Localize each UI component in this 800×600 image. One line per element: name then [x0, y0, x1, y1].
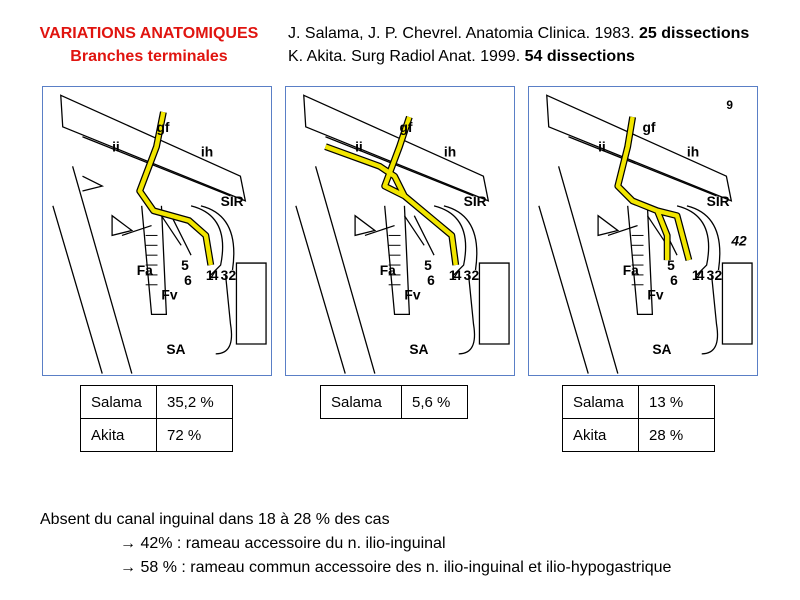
label-6: 6: [184, 272, 192, 288]
label-2: 2: [229, 267, 237, 283]
table-row: Salama 35,2 %: [80, 385, 233, 419]
anatomy-figure-2: gf ii ih SIR Fa Fv SA 1 2 3 4 5 6: [285, 86, 515, 376]
label-ih: ih: [201, 143, 213, 159]
stats-table-3: Salama 13 % Akita 28 %: [562, 385, 715, 452]
genitofemoral-nerve-highlight: [137, 111, 213, 266]
reference-akita: K. Akita. Surg Radiol Anat. 1999. 54 dis…: [288, 45, 749, 68]
note-absent: Absent du canal inguinal dans 18 à 28 % …: [40, 511, 390, 528]
label-4: 4: [454, 267, 462, 283]
label-ii: ii: [355, 139, 363, 155]
reference-salama-count: 25 dissections: [639, 25, 750, 42]
anatomy-drawing-2: gf ii ih SIR Fa Fv SA 1 2 3 4 5 6: [295, 94, 510, 374]
label-1: 1: [449, 267, 457, 283]
label-sa: SA: [166, 341, 185, 357]
label-ii: ii: [112, 139, 120, 155]
table-row: Akita 28 %: [562, 418, 715, 452]
label-4: 4: [697, 267, 705, 283]
table-cell-value: 72 %: [156, 418, 233, 452]
label-sir: SIR: [221, 193, 244, 209]
reference-salama: J. Salama, J. P. Chevrel. Anatomia Clini…: [288, 22, 749, 45]
anatomy-drawing-1: gf ii ih SIR Fa Fv SA 1 2 3 4 5 6: [52, 94, 267, 374]
table-cell-label: Salama: [320, 385, 402, 419]
page-subtitle: Branches terminales: [70, 48, 228, 65]
table-row: Salama 5,6 %: [320, 385, 468, 419]
table-cell-value: 35,2 %: [156, 385, 233, 419]
note-branch-ilioinguinal: → 42% : rameau accessoire du n. ilio-ing…: [120, 535, 446, 552]
reference-akita-count: 54 dissections: [524, 48, 635, 65]
label-2: 2: [472, 267, 480, 283]
label-1: 1: [206, 267, 214, 283]
label-5: 5: [181, 257, 189, 273]
table-row: Akita 72 %: [80, 418, 233, 452]
table-row: Salama 13 %: [562, 385, 715, 419]
label-fv: Fv: [161, 287, 177, 303]
nerve-highlight: [615, 116, 692, 261]
label-fv: Fv: [647, 287, 663, 303]
reference-salama-text: J. Salama, J. P. Chevrel. Anatomia Clini…: [288, 25, 639, 42]
anatomy-figure-1: gf ii ih SIR Fa Fv SA 1 2 3 4 5 6: [42, 86, 272, 376]
title-block: VARIATIONS ANATOMIQUES Branches terminal…: [8, 22, 290, 68]
nerve-highlight: [324, 116, 458, 266]
label-ih: ih: [444, 143, 456, 159]
label-4: 4: [211, 267, 219, 283]
stats-table-1: Salama 35,2 % Akita 72 %: [80, 385, 233, 452]
label-sa: SA: [409, 341, 428, 357]
reference-akita-text: K. Akita. Surg Radiol Anat. 1999.: [288, 48, 525, 65]
label-fa: Fa: [623, 262, 639, 278]
table-cell-label: Akita: [562, 418, 639, 452]
label-5: 5: [667, 257, 675, 273]
ligament-shape: [60, 94, 247, 202]
label-3: 3: [221, 267, 229, 283]
label-ih: ih: [687, 143, 699, 159]
label-3: 3: [707, 267, 715, 283]
label-42: 42: [730, 232, 747, 248]
table-cell-label: Akita: [80, 418, 157, 452]
label-2: 2: [715, 267, 723, 283]
anatomy-figure-3: 9 42 gf ii ih SIR Fa Fv SA 1 2 3 4 5 6: [528, 86, 758, 376]
label-fa: Fa: [137, 262, 153, 278]
label-1: 1: [692, 267, 700, 283]
label-sir: SIR: [464, 193, 487, 209]
table-cell-value: 5,6 %: [401, 385, 468, 419]
label-3: 3: [464, 267, 472, 283]
label-gf: gf: [157, 119, 170, 135]
label-sir: SIR: [707, 193, 730, 209]
label-6: 6: [670, 272, 678, 288]
table-cell-label: Salama: [562, 385, 639, 419]
table-cell-value: 13 %: [638, 385, 715, 419]
table-cell-label: Salama: [80, 385, 157, 419]
notes-block: Absent du canal inguinal dans 18 à 28 % …: [40, 508, 671, 580]
references: J. Salama, J. P. Chevrel. Anatomia Clini…: [288, 22, 749, 68]
label-panel-mark: 9: [726, 98, 733, 112]
anatomy-drawing-3: 9 42 gf ii ih SIR Fa Fv SA 1 2 3 4 5 6: [538, 94, 753, 374]
label-sa: SA: [652, 341, 671, 357]
table-cell-value: 28 %: [638, 418, 715, 452]
note-branch-common: → 58 % : rameau commun accessoire des n.…: [120, 559, 672, 576]
page-title: VARIATIONS ANATOMIQUES: [39, 25, 259, 42]
label-5: 5: [424, 257, 432, 273]
label-gf: gf: [643, 119, 656, 135]
label-fa: Fa: [380, 262, 396, 278]
label-fv: Fv: [404, 287, 420, 303]
label-gf: gf: [400, 119, 413, 135]
stats-table-2: Salama 5,6 %: [320, 385, 468, 419]
label-ii: ii: [598, 139, 606, 155]
label-6: 6: [427, 272, 435, 288]
